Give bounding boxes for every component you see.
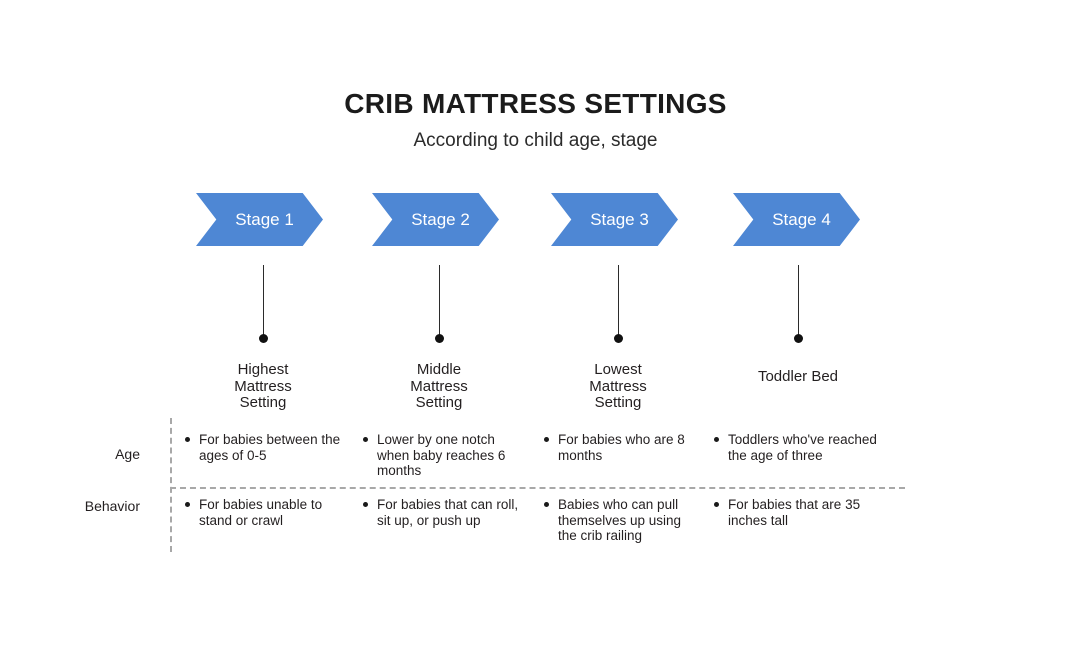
bullet-row: Lower by one notch when baby reaches 6 m… xyxy=(363,432,528,479)
behavior-bullet-3: Babies who can pull themselves up using … xyxy=(544,497,694,544)
bullet-dot-icon xyxy=(185,437,190,442)
age-bullet-1: For babies between the ages of 0-5 xyxy=(185,432,350,463)
stage-chevron-2[interactable]: Stage 2 xyxy=(372,193,499,246)
stage-chevron-1[interactable]: Stage 1 xyxy=(196,193,323,246)
behavior-bullet-4: For babies that are 35 inches tall xyxy=(714,497,874,528)
bullet-row: For babies between the ages of 0-5 xyxy=(185,432,350,463)
vertical-dashed-divider xyxy=(170,418,172,552)
stage-chevron-label-2: Stage 2 xyxy=(411,210,470,229)
behavior-bullet-1: For babies unable to stand or crawl xyxy=(185,497,345,528)
horizontal-dashed-divider xyxy=(170,487,905,489)
stage-chevron-label-1: Stage 1 xyxy=(235,210,294,229)
page-subtitle: According to child age, stage xyxy=(413,130,658,151)
setting-label-line: Toddler Bed xyxy=(757,368,839,385)
bullet-row: For babies that are 35 inches tall xyxy=(714,497,874,528)
stage-chevron-label-3: Stage 3 xyxy=(590,210,649,229)
behavior-bullet-2: For babies that can roll, sit up, or pus… xyxy=(363,497,528,528)
bullet-dot-icon xyxy=(544,502,549,507)
connector-dot-2 xyxy=(435,334,444,343)
bullet-row: Toddlers who've reached the age of three xyxy=(714,432,894,463)
setting-label-line: Lowest xyxy=(594,361,642,378)
bullet-text: For babies that are 35 inches tall xyxy=(728,497,861,528)
connector-dot-1 xyxy=(259,334,268,343)
connector-line-4 xyxy=(798,265,799,337)
bullet-text: For babies between the ages of 0-5 xyxy=(199,432,341,463)
bullet-row: For babies unable to stand or crawl xyxy=(185,497,345,528)
stage-chevron-3[interactable]: Stage 3 xyxy=(551,193,678,246)
bullet-dot-icon xyxy=(714,502,719,507)
bullet-dot-icon xyxy=(363,502,368,507)
setting-label-1: Highest Mattress Setting xyxy=(163,361,363,412)
row-label-age: Age xyxy=(115,446,140,462)
page-title: CRIB MATTRESS SETTINGS xyxy=(344,88,727,119)
bullet-dot-icon xyxy=(544,437,549,442)
setting-label-line: Mattress xyxy=(589,377,647,395)
age-bullet-3: For babies who are 8 months xyxy=(544,432,694,463)
bullet-text: For babies that can roll, sit up, or pus… xyxy=(377,497,519,528)
bullet-dot-icon xyxy=(185,502,190,507)
bullet-dot-icon xyxy=(363,437,368,442)
bullet-text: Toddlers who've reached the age of three xyxy=(728,432,877,463)
bullet-text: For babies who are 8 months xyxy=(558,432,685,463)
row-label-behavior: Behavior xyxy=(84,498,140,514)
age-bullet-4: Toddlers who've reached the age of three xyxy=(714,432,894,463)
connector-line-1 xyxy=(263,265,264,337)
connector-line-3 xyxy=(618,265,619,337)
setting-label-line: Highest xyxy=(237,361,289,378)
stage-chevron-label-4: Stage 4 xyxy=(772,210,831,229)
bullet-row: For babies that can roll, sit up, or pus… xyxy=(363,497,528,528)
bullet-dot-icon xyxy=(714,437,719,442)
setting-label-line: Middle xyxy=(416,361,462,378)
stage-chevron-4[interactable]: Stage 4 xyxy=(733,193,860,246)
bullet-text: For babies unable to stand or crawl xyxy=(199,497,323,528)
setting-label-4: Toddler Bed xyxy=(698,368,898,386)
connector-dot-4 xyxy=(794,334,803,343)
setting-label-line: Setting xyxy=(594,394,642,411)
bullet-text: Babies who can pull themselves up using … xyxy=(558,497,682,543)
bullet-row: For babies who are 8 months xyxy=(544,432,694,463)
setting-label-3: Lowest Mattress Setting xyxy=(518,361,718,412)
setting-label-line: Mattress xyxy=(234,377,292,395)
age-bullet-2: Lower by one notch when baby reaches 6 m… xyxy=(363,432,528,479)
bullet-text: Lower by one notch when baby reaches 6 m… xyxy=(377,432,506,478)
connector-dot-3 xyxy=(614,334,623,343)
setting-label-line: Setting xyxy=(415,394,463,411)
setting-label-2: Middle Mattress Setting xyxy=(339,361,539,412)
setting-label-line: Setting xyxy=(239,394,287,411)
connector-line-2 xyxy=(439,265,440,337)
bullet-row: Babies who can pull themselves up using … xyxy=(544,497,694,544)
setting-label-line: Mattress xyxy=(410,377,468,395)
